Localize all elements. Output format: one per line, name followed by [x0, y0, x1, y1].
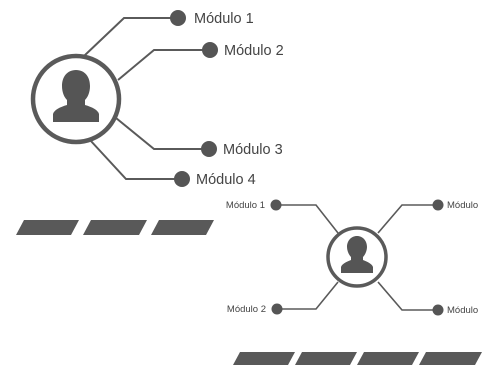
module-label-large-3: Módulo 3	[223, 142, 283, 158]
user-avatar-icon	[53, 70, 99, 122]
small-hub-diagram: Módulo 1 Módulo Módulo 2 Módulo	[226, 199, 482, 365]
decorative-bar	[233, 352, 295, 365]
connector-large-2	[117, 49, 210, 81]
connector-large-4	[89, 139, 182, 180]
module-node-small-2	[432, 199, 444, 211]
module-label-large-4: Módulo 4	[196, 172, 256, 188]
decorative-bar	[16, 220, 79, 235]
module-node-small-3	[271, 303, 283, 315]
user-avatar-icon	[341, 236, 373, 273]
module-node-large-2	[202, 42, 218, 58]
module-node-small-4	[432, 304, 444, 316]
connector-small-4	[377, 281, 438, 311]
module-label-large-2: Módulo 2	[224, 43, 284, 59]
decorative-bar	[151, 220, 214, 235]
module-node-large-4	[174, 171, 190, 187]
large-hub-diagram: Módulo 1 Módulo 2 Módulo 3 Módulo 4	[16, 10, 284, 235]
module-label-small-2: Módulo	[447, 200, 478, 211]
decorative-bar-strip-large	[16, 220, 214, 235]
connector-small-3	[277, 281, 339, 310]
decorative-bar	[419, 352, 482, 365]
module-node-small-1	[270, 199, 282, 211]
decorative-bar-strip-small	[233, 352, 482, 365]
module-label-small-4: Módulo	[447, 305, 478, 316]
module-label-small-3: Módulo 2	[227, 304, 266, 315]
module-label-large-1: Módulo 1	[194, 11, 254, 27]
module-label-small-1: Módulo 1	[226, 200, 265, 211]
connector-small-1	[276, 204, 339, 234]
decorative-bar	[357, 352, 419, 365]
decorative-bar	[83, 220, 147, 235]
connector-small-2	[377, 204, 438, 234]
module-node-large-3	[201, 141, 217, 157]
module-node-large-1	[170, 10, 186, 26]
decorative-bar	[295, 352, 357, 365]
connector-large-1	[83, 17, 178, 57]
connector-large-3	[115, 117, 209, 150]
